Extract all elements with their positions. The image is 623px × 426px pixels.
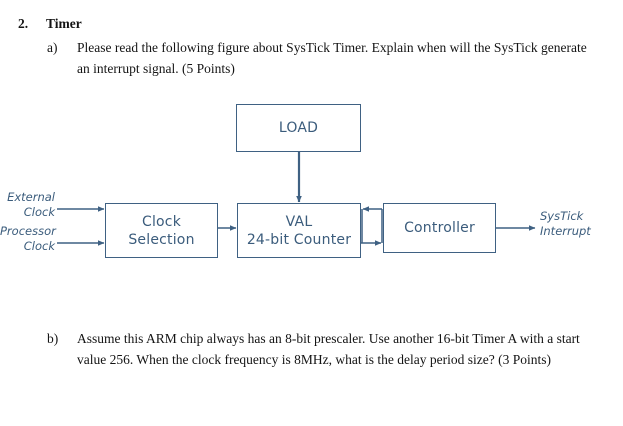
block-clock-selection-label-2: Selection: [128, 231, 195, 248]
part-b-marker: b): [47, 331, 59, 346]
part-a-marker: a): [47, 40, 58, 55]
block-clock-selection-label-1: Clock: [141, 213, 182, 230]
block-load-label: LOAD: [278, 120, 319, 136]
label-external-clock-line1: External: [7, 190, 55, 204]
block-val-counter[interactable]: VAL 24-bit Counter: [237, 203, 361, 258]
block-val-label-1: VAL: [285, 213, 313, 230]
block-clock-selection[interactable]: Clock Selection: [105, 203, 218, 258]
block-controller-label: Controller: [404, 220, 475, 236]
block-controller[interactable]: Controller: [383, 203, 496, 253]
label-processor-clock-line1: Processor: [0, 224, 56, 238]
part-a-text: Please read the following figure about S…: [77, 40, 587, 76]
question-number: 2.: [18, 16, 29, 31]
label-systick-interrupt-line1: SysTick: [540, 209, 584, 223]
label-external-clock: External Clock: [0, 190, 55, 219]
label-processor-clock-line2: Clock: [23, 238, 55, 253]
block-val-label-2: 24-bit Counter: [246, 231, 352, 248]
label-external-clock-line2: Clock: [23, 204, 55, 219]
page-title: Timer: [46, 16, 82, 31]
label-systick-interrupt-line2: Interrupt: [540, 223, 591, 238]
label-processor-clock: Processor Clock: [0, 224, 56, 253]
part-b-text: Assume this ARM chip always has an 8-bit…: [77, 331, 580, 367]
label-systick-interrupt: SysTick Interrupt: [540, 209, 620, 238]
block-load[interactable]: LOAD: [236, 104, 361, 152]
